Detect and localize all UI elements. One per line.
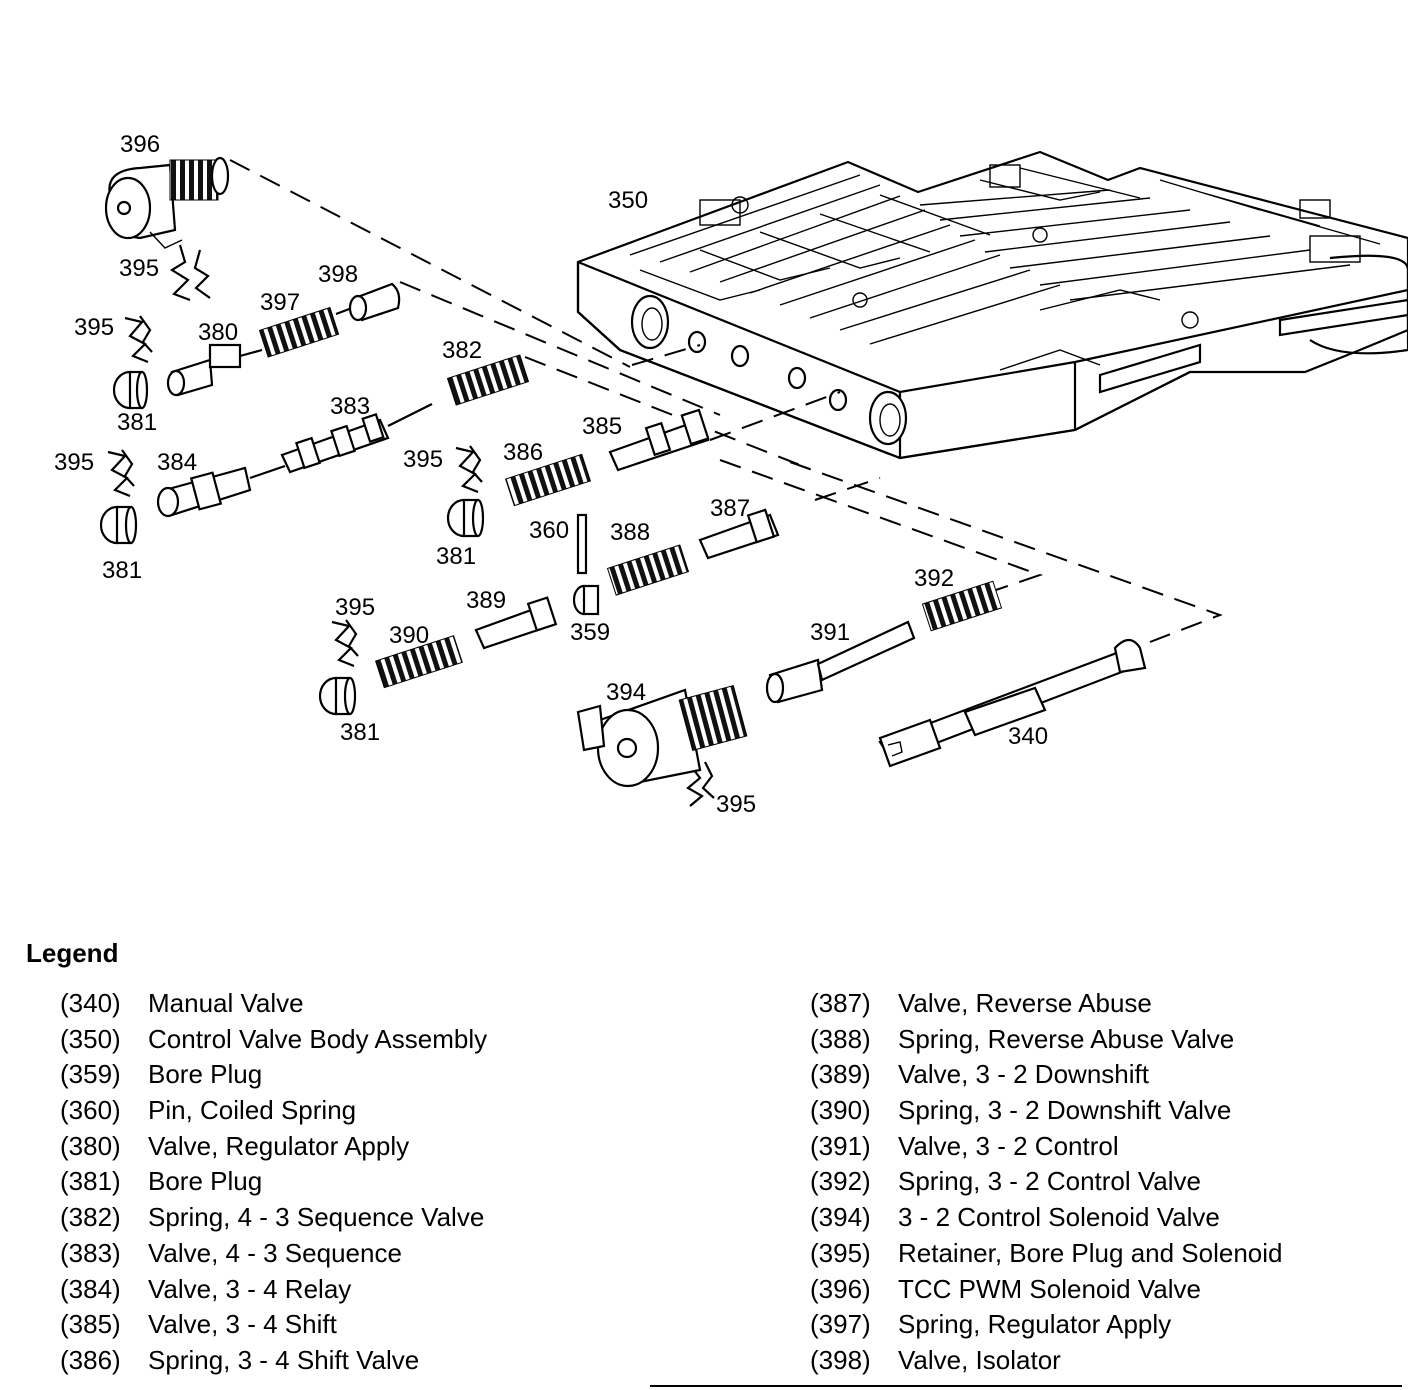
control-valve-body	[576, 150, 1408, 460]
legend-title: Legend	[26, 938, 119, 968]
callout-390: 390	[389, 622, 429, 649]
callout-394: 394	[606, 679, 646, 706]
legend-item: (390)Spring, 3 - 2 Downshift Valve	[810, 1095, 1232, 1126]
legend-item: (360)Pin, Coiled Spring	[60, 1095, 357, 1126]
callout-395: 395	[54, 449, 94, 476]
callout-381: 381	[340, 719, 380, 746]
callout-340: 340	[1008, 723, 1048, 750]
legend-item: (381)Bore Plug	[60, 1166, 263, 1197]
legend-item: (387)Valve, Reverse Abuse	[810, 988, 1152, 1018]
legend-item: (392)Spring, 3 - 2 Control Valve	[810, 1166, 1201, 1197]
exploded-view-diagram: 396 350 395 398 397 395 380 382 381 383 …	[54, 131, 1408, 818]
callout-395: 395	[74, 314, 114, 341]
callout-396: 396	[120, 131, 160, 158]
callout-395: 395	[716, 791, 756, 818]
legend-item: (380)Valve, Regulator Apply	[60, 1130, 410, 1161]
callout-359: 359	[570, 619, 610, 646]
footer-rule	[650, 1385, 1402, 1387]
callout-395: 395	[403, 446, 443, 473]
callout-382: 382	[442, 337, 482, 364]
legend-item: (395)Retainer, Bore Plug and Solenoid	[810, 1237, 1283, 1268]
legend-item: (385)Valve, 3 - 4 Shift	[60, 1309, 337, 1340]
downshift-row	[375, 596, 558, 689]
regulator-apply-row	[166, 282, 401, 397]
legend-item: (389)Valve, 3 - 2 Downshift	[810, 1059, 1149, 1090]
callout-398: 398	[318, 261, 358, 288]
callout-360: 360	[529, 517, 569, 544]
legend-item: (388)Spring, Reverse Abuse Valve	[810, 1023, 1235, 1054]
legend-item: (396)TCC PWM Solenoid Valve	[810, 1273, 1201, 1304]
legend-item: (397)Spring, Regulator Apply	[810, 1309, 1172, 1340]
legend-item: (391)Valve, 3 - 2 Control	[810, 1130, 1119, 1161]
legend-item: (359)Bore Plug	[60, 1059, 263, 1090]
callout-385: 385	[582, 413, 622, 440]
retainer-clips	[107, 244, 715, 807]
callout-387: 387	[710, 495, 750, 522]
bore-plugs	[99, 370, 485, 716]
callout-395: 395	[335, 594, 375, 621]
legend-left-column: (340)Manual Valve (350)Control Valve Bod…	[60, 988, 487, 1381]
legend-item: (394)3 - 2 Control Solenoid Valve	[810, 1202, 1220, 1233]
callout-391: 391	[810, 619, 850, 646]
reverse-abuse-row	[572, 508, 780, 616]
legend-item: (382)Spring, 4 - 3 Sequence Valve	[60, 1202, 485, 1233]
legend-item: (340)Manual Valve	[60, 988, 304, 1018]
control-solenoid-row	[576, 580, 1003, 788]
callout-383: 383	[330, 393, 370, 420]
legend-item: (350)Control Valve Body Assembly	[60, 1023, 488, 1054]
callout-397: 397	[260, 289, 300, 316]
legend-item: (398)Valve, Isolator	[810, 1344, 1061, 1375]
callout-386: 386	[503, 439, 543, 466]
callout-381: 381	[102, 557, 142, 584]
assembly-lines	[229, 159, 1223, 643]
legend-item: (384)Valve, 3 - 4 Relay	[60, 1273, 352, 1304]
callout-350: 350	[608, 187, 648, 214]
callout-388: 388	[610, 519, 650, 546]
manual-valve	[878, 638, 1147, 768]
legend-item: (383)Valve, 4 - 3 Sequence	[60, 1237, 402, 1268]
callout-395: 395	[119, 255, 159, 282]
callout-392: 392	[914, 565, 954, 592]
tcc-pwm-solenoid	[104, 156, 230, 249]
callout-384: 384	[157, 449, 197, 476]
sequence-relay-row	[156, 354, 530, 518]
callout-389: 389	[466, 587, 506, 614]
callout-380: 380	[198, 319, 238, 346]
shift-valve-row	[505, 408, 710, 507]
legend-item: (386)Spring, 3 - 4 Shift Valve	[60, 1344, 420, 1375]
legend-right-column: (387)Valve, Reverse Abuse (388)Spring, R…	[810, 988, 1283, 1381]
callout-381: 381	[436, 543, 476, 570]
callout-381: 381	[117, 409, 157, 436]
callout-labels: 396 350 395 398 397 395 380 382 381 383 …	[54, 131, 1048, 818]
